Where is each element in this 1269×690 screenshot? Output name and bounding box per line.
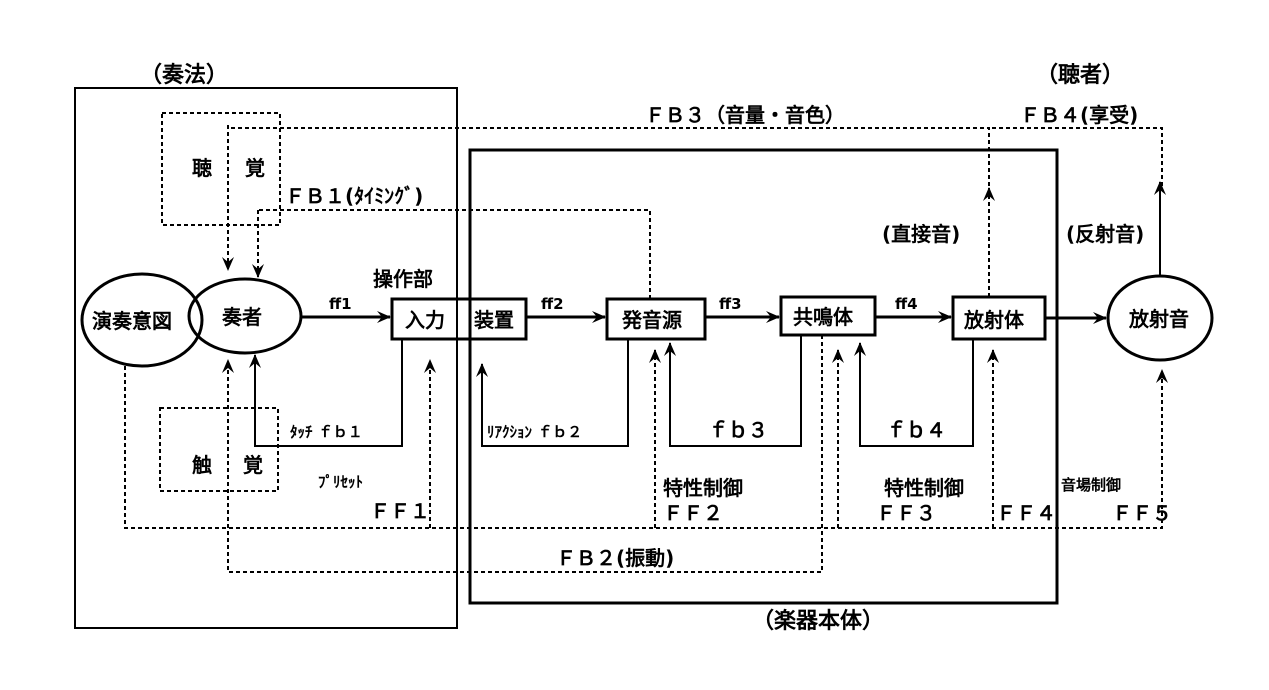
- intention-label: 演奏意図: [92, 309, 172, 333]
- direct-sound-label: (直接音): [882, 222, 960, 246]
- touch-label-left: 触: [192, 453, 212, 477]
- fb4-dashed-path: [989, 127, 1163, 186]
- touch-box: [159, 407, 279, 492]
- FF4-label: ＦＦ４: [996, 501, 1056, 525]
- FF5-label: ＦＦ５: [1112, 501, 1172, 525]
- ff3-label: ff3: [719, 295, 742, 313]
- FF3-label: ＦＦ３: [876, 501, 936, 525]
- reaction-fb2-label: ﾘｱｸｼｮﾝ ｆｂ２: [487, 423, 582, 441]
- input-device-label-a: 入力: [405, 308, 445, 332]
- intention-ellipse: [80, 272, 204, 368]
- instrument-region-box: [468, 148, 1059, 605]
- char-ctrl-1-label: 特性制御: [663, 476, 743, 500]
- FF1-label: ＦＦ１: [370, 499, 430, 523]
- fb1-dashed-path: [258, 209, 651, 299]
- ff-bus-path: [124, 366, 1168, 529]
- fb3-label: ｆｂ３: [708, 418, 768, 442]
- FB1-label: ＦＢ１(ﾀｲﾐﾝｸﾞ): [285, 184, 423, 208]
- FB3-label: ＦＢ３（音量・音色）: [645, 103, 845, 127]
- touch-label-right: 覚: [243, 453, 263, 477]
- fb3-dashed-path: [228, 127, 990, 186]
- instrument-label: （楽器本体）: [752, 608, 884, 634]
- performer-label: 奏者: [221, 305, 262, 329]
- technique-label: （奏法）: [140, 62, 228, 88]
- fb3-path: [664, 335, 802, 447]
- sound-source-label: 発音源: [621, 308, 682, 332]
- radiated-sound-label: 放射音: [1128, 307, 1189, 331]
- hearing-label-right: 覚: [245, 156, 265, 180]
- char-ctrl-2-label: 特性制御: [884, 476, 964, 500]
- resonator-label: 共鳴体: [793, 305, 854, 329]
- preset-label: ﾌﾟﾘｾｯﾄ: [318, 473, 363, 491]
- touch-fb1-path: [249, 339, 403, 447]
- reaction-fb2-path: [476, 339, 629, 447]
- fb4-label: ｆｂ４: [886, 418, 946, 442]
- input-device-box: [390, 297, 528, 341]
- field-ctrl-label: 音場制御: [1061, 476, 1121, 494]
- listener-label: （聴者）: [1036, 63, 1124, 88]
- FF2-label: ＦＦ２: [663, 501, 723, 525]
- sound-source-box: [605, 297, 707, 341]
- fb2-dashed-path: [222, 335, 823, 573]
- ff1-label: ff1: [329, 295, 352, 313]
- hearing-label-left: 聴: [192, 156, 212, 180]
- ff2-label: ff2: [541, 295, 564, 313]
- ff4-label: ff4: [895, 295, 918, 313]
- fb4-path: [854, 339, 974, 447]
- radiator-label: 放射体: [963, 308, 1025, 332]
- touch-fb1-label: ﾀｯﾁ ｆｂ１: [290, 423, 363, 441]
- technique-region-box: [74, 87, 458, 629]
- input-device-label-b: 装置: [473, 308, 514, 332]
- operation-label: 操作部: [373, 267, 433, 291]
- FB4-label: ＦＢ４(享受): [1020, 103, 1138, 127]
- reflected-sound-label: (反射音): [1066, 222, 1144, 246]
- FB2-label: ＦＢ２(振動): [556, 546, 674, 570]
- hearing-box: [161, 112, 281, 226]
